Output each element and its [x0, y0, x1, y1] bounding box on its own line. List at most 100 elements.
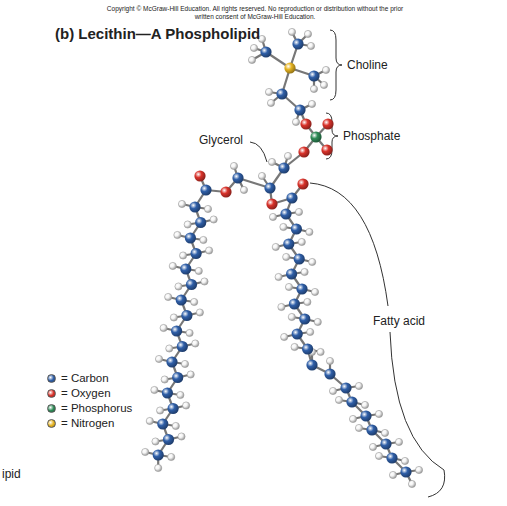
hydrogen-atom: [192, 340, 199, 347]
hydrogen-atom: [265, 88, 272, 95]
atom: [292, 328, 303, 339]
legend-entry: = Nitrogen: [47, 417, 114, 429]
part-label: Glycerol: [199, 133, 243, 147]
atom: [286, 192, 297, 203]
hydrogen-atom: [155, 355, 162, 362]
hydrogen-atom: [281, 333, 288, 340]
atom: [360, 410, 371, 421]
hydrogen-atom: [308, 100, 315, 107]
hydrogen-atom: [161, 376, 168, 383]
hydrogen-atom: [204, 205, 211, 212]
atom: [220, 186, 231, 197]
atom: [310, 131, 321, 142]
hydrogen-atom: [375, 410, 382, 417]
atom: [194, 170, 205, 181]
hydrogen-atom: [335, 396, 342, 403]
hydrogen-atom: [278, 303, 285, 310]
hydrogen-atom: [165, 293, 172, 300]
atom: [264, 182, 275, 193]
hydrogen-atom: [187, 371, 194, 378]
legend-swatch: [47, 389, 56, 398]
atom: [168, 403, 179, 414]
hydrogen-atom: [172, 422, 179, 429]
hydrogen-atom: [355, 424, 362, 431]
atom: [162, 387, 173, 398]
hydrogen-atom: [415, 466, 422, 473]
hydrogen-atom: [306, 228, 313, 235]
hydrogen-atom: [166, 345, 173, 352]
atom: [177, 341, 188, 352]
hydrogen-atom: [307, 328, 314, 335]
hydrogen-atom: [169, 262, 176, 269]
hydrogen-atom: [381, 429, 388, 436]
atom: [157, 418, 168, 429]
legend-entry: = Carbon: [47, 372, 109, 384]
hydrogen-atom: [401, 457, 408, 464]
atom: [195, 217, 206, 228]
atom: [302, 343, 313, 354]
atom: [284, 62, 295, 73]
hydrogen-atom: [361, 401, 368, 408]
atom: [191, 248, 202, 259]
hydrogen-atom: [200, 236, 207, 243]
hydrogen-atom: [395, 438, 402, 445]
hydrogen-atom: [175, 283, 182, 290]
hydrogen-atom: [280, 223, 287, 230]
hydrogen-atom: [240, 186, 247, 193]
atom: [294, 253, 305, 264]
atom: [346, 396, 357, 407]
hydrogen-atom: [191, 298, 198, 305]
hydrogen-atom: [178, 433, 185, 440]
hydrogen-atom: [206, 247, 213, 254]
part-label: Choline: [347, 58, 388, 72]
part-label: ipid: [2, 467, 21, 481]
atom: [340, 382, 351, 393]
copyright-notice: Copyright © McGraw-Hill Education. All r…: [100, 5, 410, 21]
atom: [181, 310, 192, 321]
hydrogen-atom: [311, 288, 318, 295]
hydrogen-atom: [285, 283, 292, 290]
atom: [324, 368, 335, 379]
hydrogen-atom: [151, 386, 158, 393]
fatty-acid-bracket: [310, 183, 388, 306]
legend-text: = Oxygen: [61, 387, 111, 399]
hydrogen-atom: [178, 200, 185, 207]
legend-swatch: [47, 404, 56, 413]
atom: [289, 298, 300, 309]
hydrogen-atom: [155, 464, 162, 471]
legend-entry: = Phosphorus: [47, 402, 132, 414]
hydrogen-atom: [389, 471, 396, 478]
atom: [266, 198, 277, 209]
hydrogen-atom: [250, 44, 257, 51]
hydrogen-atom: [258, 172, 265, 179]
hydrogen-atom: [320, 81, 327, 88]
atom: [306, 359, 317, 370]
part-label: Fatty acid: [371, 312, 427, 330]
hydrogen-atom: [307, 42, 314, 49]
hydrogen-atom: [181, 360, 188, 367]
atom: [176, 294, 187, 305]
atom: [292, 38, 303, 49]
atom: [286, 268, 297, 279]
hydrogen-atom: [146, 417, 153, 424]
hydrogen-atom: [298, 238, 305, 245]
hydrogen-atom: [309, 258, 316, 265]
hydrogen-atom: [326, 357, 333, 364]
hydrogen-atom: [288, 313, 295, 320]
hydrogen-atom: [375, 452, 382, 459]
atom: [278, 162, 289, 173]
atom: [171, 325, 182, 336]
atom: [294, 104, 305, 115]
choline-brace: [330, 30, 342, 100]
hydrogen-atom: [283, 253, 290, 260]
atom: [280, 208, 291, 219]
hydrogen-atom: [322, 66, 329, 73]
atom: [291, 223, 302, 234]
hydrogen-atom: [349, 415, 356, 422]
legend-swatch: [47, 374, 56, 383]
atom: [186, 279, 197, 290]
hydrogen-atom: [355, 382, 362, 389]
hydrogen-atom: [177, 391, 184, 398]
